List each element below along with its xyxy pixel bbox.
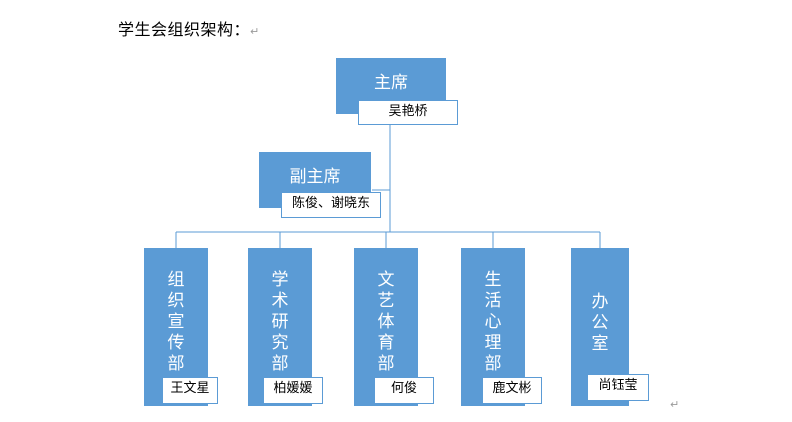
department-head-name: 柏媛媛	[263, 377, 323, 404]
department-head-name: 何俊	[374, 377, 434, 404]
department-title: 组织宣传部	[144, 270, 208, 375]
department-title-glyph: 生	[484, 270, 502, 290]
department-title-glyph: 部	[484, 354, 502, 374]
department-title-glyph: 公	[591, 313, 609, 333]
page-title-text: 学生会组织架构：	[118, 20, 251, 39]
vice-chairman-title: 副主席	[289, 167, 341, 187]
department-title-glyph: 术	[271, 291, 289, 311]
paragraph-mark: ↵	[250, 25, 260, 38]
department-title-glyph: 学	[271, 270, 289, 290]
department-title-glyph: 文	[377, 270, 395, 290]
department-title-glyph: 组	[167, 270, 185, 290]
department-title-glyph: 育	[377, 333, 395, 353]
department-title: 办公室	[571, 292, 629, 355]
department-title-glyph: 心	[484, 312, 502, 332]
department-head-name: 鹿文彬	[482, 377, 542, 404]
department-title-glyph: 室	[591, 334, 609, 354]
department-title: 文艺体育部	[354, 270, 418, 375]
department-title: 生活心理部	[461, 270, 525, 375]
department-head-name: 王文星	[162, 377, 218, 404]
department-title-glyph: 究	[271, 333, 289, 353]
department-title: 学术研究部	[248, 270, 312, 375]
department-head-name: 尚钰莹	[587, 374, 649, 401]
department-title-glyph: 部	[271, 354, 289, 374]
chairman-title: 主席	[374, 73, 408, 93]
department-title-glyph: 艺	[377, 291, 395, 311]
paragraph-mark: ↵	[670, 398, 680, 411]
vice-chairman-name: 陈俊、谢晓东	[281, 192, 381, 218]
department-title-glyph: 办	[591, 292, 609, 312]
department-title-glyph: 部	[167, 354, 185, 374]
chairman-name: 吴艳桥	[358, 100, 458, 125]
department-title-glyph: 传	[167, 333, 185, 353]
department-title-glyph: 织	[167, 291, 185, 311]
department-title-glyph: 活	[484, 291, 502, 311]
department-title-glyph: 体	[377, 312, 395, 332]
department-title-glyph: 理	[484, 333, 502, 353]
department-title-glyph: 研	[271, 312, 289, 332]
department-title-glyph: 宣	[167, 312, 185, 332]
page-title: 学生会组织架构：↵	[118, 16, 260, 40]
department-title-glyph: 部	[377, 354, 395, 374]
